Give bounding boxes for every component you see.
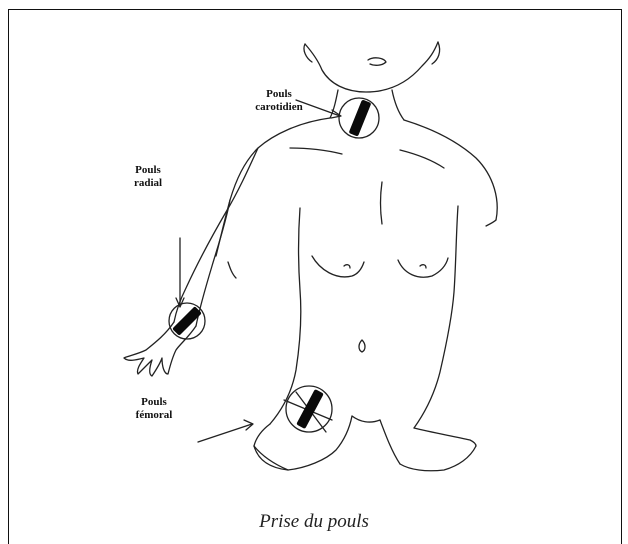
radial-label-line1: Pouls xyxy=(118,164,178,177)
hand-outline xyxy=(124,322,196,376)
breast-right xyxy=(398,258,448,277)
navel xyxy=(359,340,365,352)
torso-right xyxy=(414,206,458,428)
arm-outer xyxy=(174,148,258,322)
figure-caption: Prise du pouls xyxy=(0,511,628,533)
clavicle-left xyxy=(290,148,342,154)
neck-right xyxy=(392,90,404,120)
femoral-label-line1: Pouls xyxy=(124,396,184,409)
thigh-right-inner xyxy=(380,420,400,464)
radial-label-line2: radial xyxy=(118,177,178,190)
right-arm-stub xyxy=(486,220,496,226)
breast-left xyxy=(312,256,364,277)
hip-right xyxy=(414,428,476,446)
mouth xyxy=(368,58,386,65)
thigh-left-outer xyxy=(254,446,288,470)
radial-pulse-label: Pouls radial xyxy=(118,164,178,190)
femoral-pulse-label: Pouls fémoral xyxy=(124,396,184,422)
head-outline xyxy=(305,42,438,92)
clavicle-right xyxy=(400,150,444,168)
carotid-pulse-label: Pouls carotidien xyxy=(234,88,324,114)
left-shoulder xyxy=(216,118,330,256)
arrow-femoral xyxy=(198,420,253,442)
carotid-label-line2: carotidien xyxy=(234,101,324,114)
carotid-pulse-marker-icon xyxy=(349,99,372,136)
femoral-label-line2: fémoral xyxy=(124,409,184,422)
carotid-label-line1: Pouls xyxy=(234,88,324,101)
thigh-right-cut xyxy=(400,446,476,471)
elbow-mark xyxy=(228,262,236,278)
arrow-radial xyxy=(176,238,184,307)
sternum-line xyxy=(381,182,383,224)
nipple-left xyxy=(344,265,350,268)
nipple-right xyxy=(420,265,426,268)
hip-left xyxy=(254,424,270,446)
right-shoulder xyxy=(404,120,497,220)
crotch xyxy=(352,416,380,422)
